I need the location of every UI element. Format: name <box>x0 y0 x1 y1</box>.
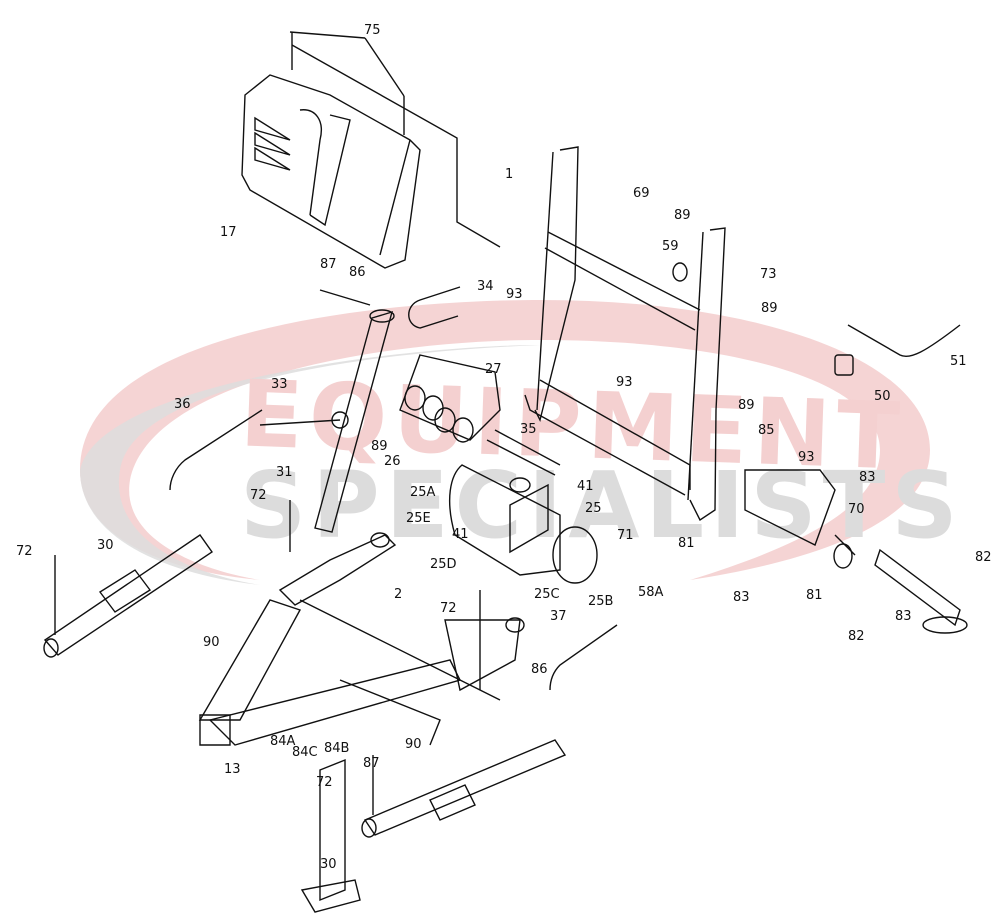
callout-89: 89 <box>761 301 778 316</box>
callout-36: 36 <box>174 397 191 412</box>
callout-25A: 25A <box>410 485 436 500</box>
tube-37 <box>550 625 617 690</box>
callout-90: 90 <box>203 635 220 650</box>
callout-89: 89 <box>674 208 691 223</box>
callout-25D: 25D <box>430 557 457 572</box>
callout-70: 70 <box>848 502 865 517</box>
cylinder-31 <box>260 290 394 532</box>
callout-89: 89 <box>738 398 755 413</box>
callout-2: 2 <box>394 587 403 602</box>
callout-59: 59 <box>662 239 679 254</box>
callout-13: 13 <box>224 762 241 777</box>
callout-30: 30 <box>320 857 337 872</box>
callout-25B: 25B <box>588 594 614 609</box>
hose-35 <box>487 440 555 475</box>
callout-84A: 84A <box>270 734 296 749</box>
callout-85: 85 <box>758 423 775 438</box>
callout-82: 82 <box>848 629 865 644</box>
callout-82: 82 <box>975 550 992 565</box>
callout-83: 83 <box>895 609 912 624</box>
callout-35: 35 <box>520 422 537 437</box>
pin-84 <box>340 680 440 745</box>
callout-26: 26 <box>384 454 401 469</box>
callout-90: 90 <box>405 737 422 752</box>
callout-34: 34 <box>477 279 494 294</box>
callout-69: 69 <box>633 186 650 201</box>
callout-84B: 84B <box>324 741 350 756</box>
motor-assembly <box>745 470 967 633</box>
callout-81: 81 <box>806 588 823 603</box>
pump-25 <box>450 465 597 583</box>
callout-72: 72 <box>440 601 457 616</box>
callout-84C: 84C <box>292 745 318 760</box>
callout-89: 89 <box>371 439 388 454</box>
watermark-line2: SPECIALISTS <box>240 452 964 559</box>
callout-27: 27 <box>485 362 502 377</box>
callout-71: 71 <box>617 528 634 543</box>
callout-17: 17 <box>220 225 237 240</box>
pin-30-bottom <box>362 740 565 837</box>
callout-1: 1 <box>505 167 514 182</box>
callout-75: 75 <box>364 23 381 38</box>
callout-51: 51 <box>950 354 967 369</box>
tube-34 <box>409 287 460 328</box>
jack-stand-13 <box>302 760 360 912</box>
callout-81: 81 <box>678 536 695 551</box>
callout-86: 86 <box>531 662 548 677</box>
callout-83: 83 <box>859 470 876 485</box>
callout-25: 25 <box>585 501 602 516</box>
callout-37: 37 <box>550 609 567 624</box>
callout-86: 86 <box>349 265 366 280</box>
callout-93: 93 <box>506 287 523 302</box>
a-frame-2 <box>200 500 524 745</box>
callout-87: 87 <box>320 257 337 272</box>
wire-51 <box>848 325 960 356</box>
tube-36 <box>170 410 262 490</box>
callout-41: 41 <box>452 527 469 542</box>
cover-17 <box>242 32 500 268</box>
callout-93: 93 <box>798 450 815 465</box>
callout-25C: 25C <box>534 587 560 602</box>
callout-72: 72 <box>316 775 333 790</box>
frame-1 <box>525 147 725 520</box>
callout-50: 50 <box>874 389 891 404</box>
callout-30: 30 <box>97 538 114 553</box>
callout-41: 41 <box>577 479 594 494</box>
pin-30-left <box>44 535 212 657</box>
callout-58A: 58A <box>638 585 664 600</box>
sensor-50 <box>835 355 853 375</box>
callout-83: 83 <box>733 590 750 605</box>
callout-87: 87 <box>363 756 380 771</box>
callout-31: 31 <box>276 465 293 480</box>
callout-73: 73 <box>760 267 777 282</box>
callout-72: 72 <box>16 544 33 559</box>
valve-block-27 <box>400 355 500 442</box>
callout-72: 72 <box>250 488 267 503</box>
callout-33: 33 <box>271 377 288 392</box>
callout-25E: 25E <box>406 511 431 526</box>
callout-93: 93 <box>616 375 633 390</box>
